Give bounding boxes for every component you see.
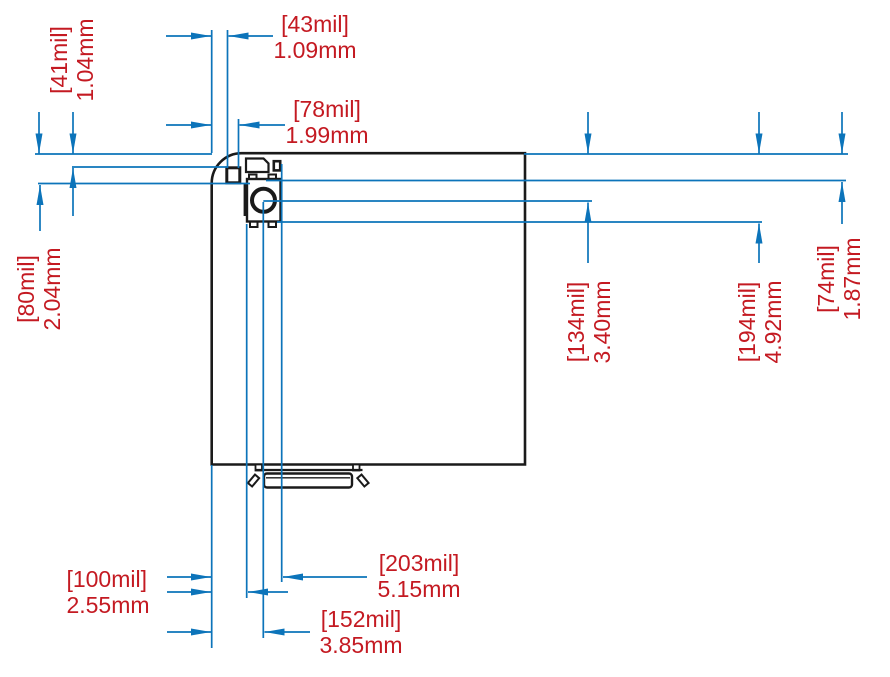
dim-value-mil: [134mil] xyxy=(563,281,589,363)
dim-value-mm: 2.55mm xyxy=(66,592,150,618)
dim-label-100mil: [100mil] 2.55mm xyxy=(66,566,149,618)
part-geometry xyxy=(210,151,527,489)
pin1-marker-rect xyxy=(244,157,270,174)
dim-label-134mil: [134mil] 3.40mm xyxy=(563,280,615,363)
switch-side-bar xyxy=(243,183,247,216)
connector-foot-right xyxy=(355,473,371,488)
dim-value-mm: 4.92mm xyxy=(760,280,786,364)
dim-value-mil: [203mil] xyxy=(378,550,460,576)
dim-label-43mil: [43mil] 1.09mm xyxy=(273,11,356,63)
dim-value-mm: 1.09mm xyxy=(273,37,357,63)
dim-label-80mil: [80mil] 2.04mm xyxy=(13,247,65,330)
dim-value-mm: 1.99mm xyxy=(285,122,369,148)
dim-value-mm: 5.15mm xyxy=(377,576,461,602)
dim-value-mm: 3.40mm xyxy=(589,280,615,364)
connector-foot-left xyxy=(246,473,261,488)
dim-label-152mil: [152mil] 3.85mm xyxy=(319,606,402,658)
dim-label-41mil: [41mil] 1.04mm xyxy=(46,18,98,101)
dim-value-mil: [78mil] xyxy=(293,96,361,122)
dim-value-mil: [194mil] xyxy=(734,281,760,363)
dim-value-mil: [41mil] xyxy=(46,26,72,94)
connector-body xyxy=(262,472,354,489)
dim-value-mm: 1.87mm xyxy=(839,237,865,321)
dim-value-mm: 1.04mm xyxy=(72,18,98,102)
dim-label-78mil: [78mil] 1.99mm xyxy=(285,96,368,148)
index-dot-rect xyxy=(272,159,282,172)
dim-value-mil: [43mil] xyxy=(281,11,349,37)
dim-value-mil: [100mil] xyxy=(66,566,147,592)
dim-value-mil: [74mil] xyxy=(813,245,839,313)
dim-value-mm: 3.85mm xyxy=(319,632,403,658)
dim-label-74mil: [74mil] 1.87mm xyxy=(813,237,865,320)
dim-label-203mil: [203mil] 5.15mm xyxy=(377,550,460,602)
dim-label-194mil: [194mil] 4.92mm xyxy=(734,280,786,363)
dim-value-mm: 2.04mm xyxy=(39,247,65,331)
dim-value-mil: [152mil] xyxy=(320,606,402,632)
left-edge-pad xyxy=(225,166,242,185)
dim-value-mil: [80mil] xyxy=(13,255,39,323)
dimension-lines xyxy=(35,30,848,648)
bottom-connector xyxy=(246,463,371,489)
